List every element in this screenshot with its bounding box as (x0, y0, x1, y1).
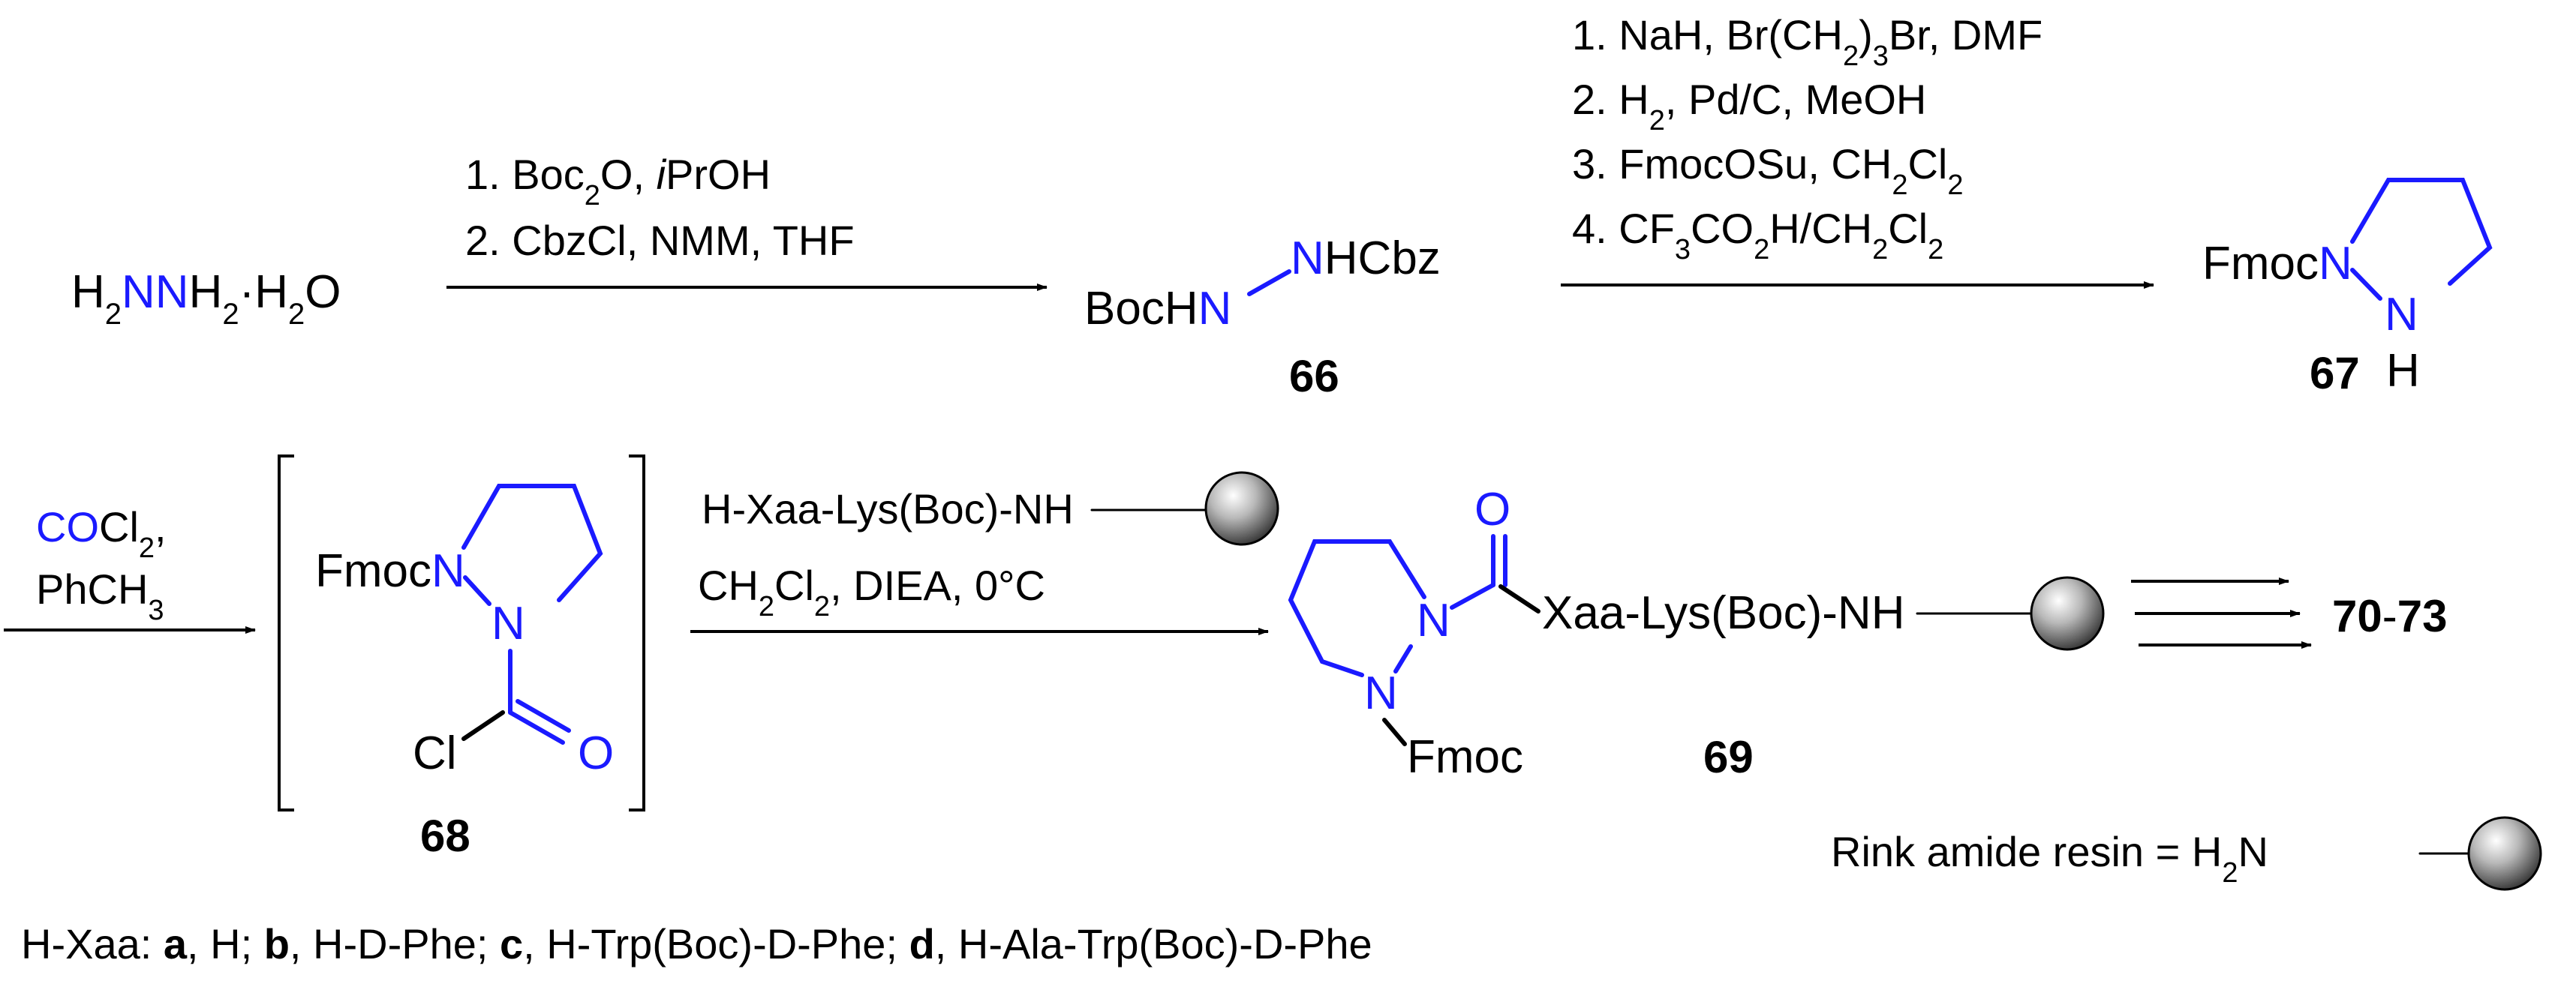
svg-text:N: N (1364, 668, 1398, 719)
svg-text:Rink amide resin = H2N: Rink amide resin = H2N (1831, 828, 2268, 889)
resin-bead-icon (1204, 471, 1279, 546)
svg-text:N: N (491, 598, 525, 650)
resin-bead-icon (2030, 576, 2105, 651)
svg-text:FmocN: FmocN (2202, 238, 2352, 290)
compound-66: BocHN NHCbz 66 (1084, 232, 1441, 401)
compound-label-68: 68 (420, 811, 470, 861)
reaction-arrow-1: 1. Boc2O, iPrOH 2. CbzCl, NMM, THF (446, 151, 1048, 291)
reaction-arrow-3: COCl2, PhCH3 (4, 503, 256, 634)
compound-68: FmocN N Cl O 68 (278, 454, 645, 861)
svg-text:Xaa-Lys(Boc)-NH: Xaa-Lys(Boc)-NH (1542, 587, 1904, 639)
compound-label-66: 66 (1289, 351, 1339, 401)
multistep-arrows (2131, 578, 2312, 649)
svg-text:N: N (1417, 595, 1450, 646)
svg-text:H-Xaa-Lys(Boc)-NH: H-Xaa-Lys(Boc)-NH (702, 485, 1074, 532)
reagent-line-2: 2. CbzCl, NMM, THF (465, 217, 855, 264)
footnote: H-Xaa: a, H; b, H-D-Phe; c, H-Trp(Boc)-D… (21, 920, 1372, 968)
hydrazine-hydrate: H2NNH2·H2O (71, 266, 341, 331)
svg-text:Cl: Cl (413, 728, 457, 779)
resin-bead-icon (2467, 816, 2542, 891)
compound-69: N N O Xaa-Lys(Boc)-NH Fmoc 69 (1288, 484, 2105, 783)
svg-text:COCl2,: COCl2, (36, 503, 167, 564)
svg-text:NHCbz: NHCbz (1291, 232, 1441, 284)
reagent-line-2: 2. H2, Pd/C, MeOH (1572, 76, 1926, 136)
svg-text:H2NNH2·H2O: H2NNH2·H2O (71, 266, 341, 331)
svg-text:O: O (1474, 484, 1510, 536)
svg-text:FmocN: FmocN (315, 545, 465, 597)
svg-text:H: H (2386, 345, 2420, 397)
reagent-line-1: 1. Boc2O, iPrOH (465, 151, 771, 212)
reagent-line-4: 4. CF3CO2H/CH2Cl2 (1572, 205, 1943, 266)
svg-text:PhCH3: PhCH3 (36, 566, 164, 626)
compound-label-69: 69 (1703, 732, 1754, 782)
svg-text:CH2Cl2, DIEA, 0°C: CH2Cl2, DIEA, 0°C (698, 562, 1045, 622)
compound-label-67: 67 (2310, 348, 2360, 398)
reagent-line-3: 3. FmocOSu, CH2Cl2 (1572, 140, 1964, 201)
svg-text:BocHN: BocHN (1084, 283, 1231, 334)
svg-text:Fmoc: Fmoc (1407, 731, 1523, 783)
resin-legend: Rink amide resin = H2N (1831, 816, 2542, 891)
svg-text:O: O (578, 728, 614, 779)
reaction-arrow-4: H-Xaa-Lys(Boc)-NH CH2Cl2, DIEA, 0°C (690, 471, 1279, 635)
reagent-line-1: 1. NaH, Br(CH2)3Br, DMF (1572, 11, 2042, 72)
compound-67: FmocN N H 67 (2202, 178, 2493, 398)
products-label: 70-73 (2332, 591, 2447, 641)
reaction-arrow-2: 1. NaH, Br(CH2)3Br, DMF 2. H2, Pd/C, MeO… (1561, 11, 2154, 289)
svg-text:N: N (2385, 289, 2418, 340)
